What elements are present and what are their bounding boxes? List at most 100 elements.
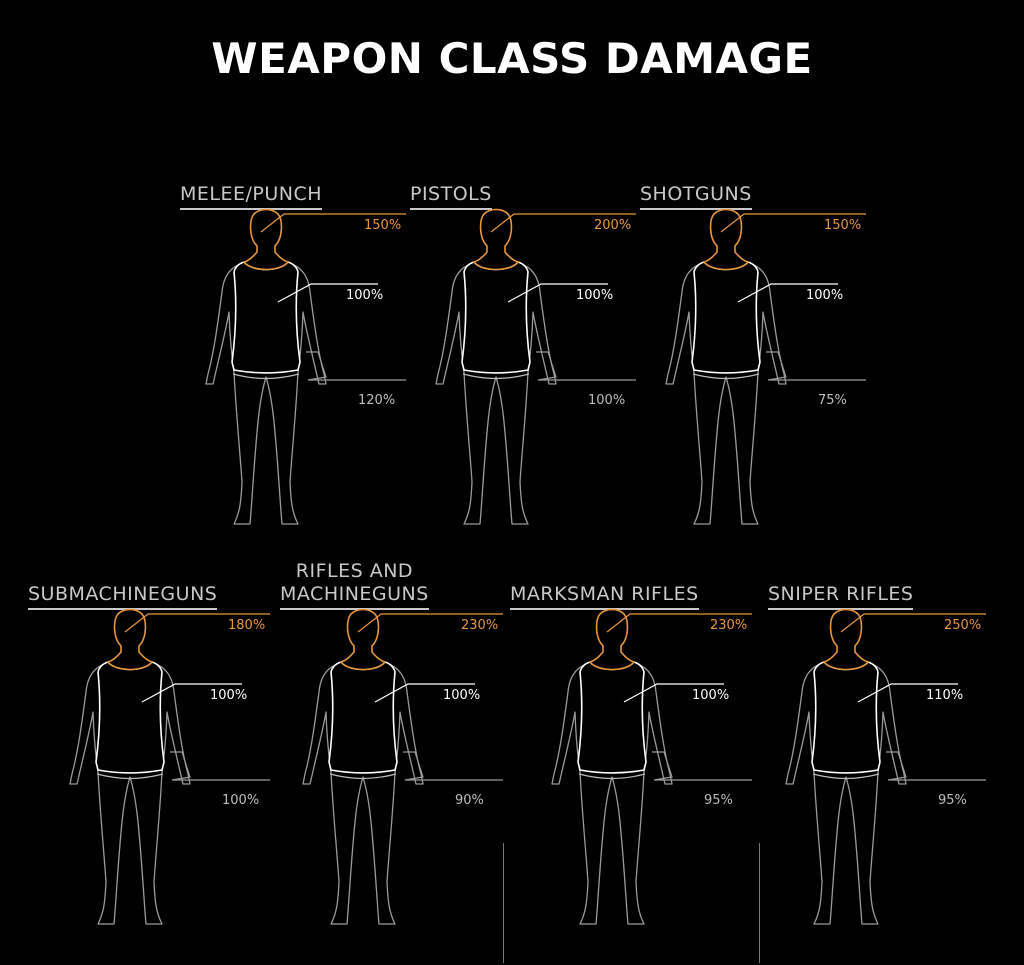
head-callout-line <box>490 213 636 233</box>
legs-callout-line <box>403 751 503 781</box>
legs-damage-value: 90% <box>455 793 484 808</box>
head-zone <box>588 608 636 671</box>
label-underline <box>510 608 699 610</box>
label-underline <box>640 208 752 210</box>
torso-zone <box>231 261 301 374</box>
weapon-class-panel: SNIPER RIFLES 250% 110% 95% <box>768 560 1024 940</box>
divider-line <box>759 843 760 963</box>
belt-line <box>96 773 164 780</box>
weapon-class-panel: MELEE/PUNCH 150% 100% 120% <box>180 160 440 540</box>
body-diagram <box>435 208 636 525</box>
weapon-class-name: SUBMACHINEGUNS <box>28 560 218 610</box>
label-underline <box>768 608 914 610</box>
head-damage-value: 180% <box>228 618 266 633</box>
torso-callout-line <box>374 683 475 703</box>
legs-callout-line <box>766 351 866 381</box>
head-zone <box>242 208 290 271</box>
body-diagram <box>551 608 752 925</box>
belt-line <box>812 773 880 780</box>
head-damage-value: 230% <box>461 618 499 633</box>
body-diagram <box>302 608 503 925</box>
head-zone <box>472 208 520 271</box>
torso-zone <box>95 661 165 774</box>
belt-line <box>578 773 646 780</box>
legs-callout-line <box>170 751 270 781</box>
label-underline <box>28 608 218 610</box>
torso-callout-line <box>737 283 838 303</box>
legs-damage-value: 95% <box>938 793 967 808</box>
weapon-class-label: RIFLES AND MACHINEGUNS <box>280 560 429 605</box>
weapon-class-label: PISTOLS <box>410 183 492 205</box>
label-underline <box>410 208 492 210</box>
head-damage-value: 150% <box>824 218 862 233</box>
page-title: WEAPON CLASS DAMAGE <box>211 34 813 83</box>
head-zone <box>822 608 870 671</box>
legs-damage-value: 95% <box>704 793 733 808</box>
torso-callout-line <box>507 283 608 303</box>
belt-line <box>232 373 300 380</box>
head-zone <box>339 608 387 671</box>
weapon-class-label: SUBMACHINEGUNS <box>28 583 218 605</box>
legs-callout-line <box>652 751 752 781</box>
legs-damage-value: 100% <box>222 793 260 808</box>
head-callout-line <box>720 213 866 233</box>
head-damage-value: 200% <box>594 218 632 233</box>
torso-damage-value: 100% <box>806 288 844 303</box>
legs-callout-line <box>886 751 986 781</box>
torso-callout-line <box>857 683 958 703</box>
weapon-class-name: MELEE/PUNCH <box>180 160 323 210</box>
legs-callout-line <box>536 351 636 381</box>
weapon-class-panel: PISTOLS 200% 100% 100% <box>410 160 670 540</box>
label-underline <box>180 208 323 210</box>
torso-zone <box>461 261 531 374</box>
weapon-class-panel: SHOTGUNS 150% 100% 75% <box>640 160 900 540</box>
head-damage-value: 250% <box>944 618 982 633</box>
torso-zone <box>691 261 761 374</box>
head-callout-line <box>606 613 752 633</box>
torso-callout-line <box>623 683 724 703</box>
divider-line <box>503 843 504 963</box>
torso-callout-line <box>141 683 242 703</box>
weapon-class-label: SHOTGUNS <box>640 183 752 205</box>
body-diagram <box>785 608 986 925</box>
body-diagram <box>69 608 270 925</box>
weapon-class-name: RIFLES AND MACHINEGUNS <box>280 560 429 610</box>
weapon-class-label: MELEE/PUNCH <box>180 183 323 205</box>
body-diagram <box>665 208 866 525</box>
head-callout-line <box>840 613 986 633</box>
head-zone <box>702 208 750 271</box>
torso-damage-value: 100% <box>346 288 384 303</box>
weapon-class-panel: RIFLES AND MACHINEGUNS 230% 100% 90% <box>280 560 540 940</box>
weapon-class-panel: SUBMACHINEGUNS 180% 100% 100% <box>28 560 288 940</box>
belt-line <box>329 773 397 780</box>
torso-damage-value: 100% <box>576 288 614 303</box>
legs-damage-value: 120% <box>358 393 396 408</box>
head-callout-line <box>357 613 503 633</box>
belt-line <box>692 373 760 380</box>
legs-damage-value: 75% <box>818 393 847 408</box>
label-underline <box>280 608 429 610</box>
head-damage-value: 230% <box>710 618 748 633</box>
torso-damage-value: 100% <box>692 688 730 703</box>
head-zone <box>106 608 154 671</box>
weapon-class-name: SHOTGUNS <box>640 160 752 210</box>
weapon-class-name: SNIPER RIFLES <box>768 560 914 610</box>
weapon-class-name: PISTOLS <box>410 160 492 210</box>
legs-damage-value: 100% <box>588 393 626 408</box>
torso-zone <box>811 661 881 774</box>
torso-zone <box>577 661 647 774</box>
head-callout-line <box>124 613 270 633</box>
weapon-class-label: MARKSMAN RIFLES <box>510 583 699 605</box>
torso-zone <box>328 661 398 774</box>
body-diagram <box>205 208 406 525</box>
weapon-class-name: MARKSMAN RIFLES <box>510 560 699 610</box>
belt-line <box>462 373 530 380</box>
head-damage-value: 150% <box>364 218 402 233</box>
weapon-class-panel: MARKSMAN RIFLES 230% 100% 95% <box>510 560 770 940</box>
torso-damage-value: 100% <box>443 688 481 703</box>
torso-damage-value: 110% <box>926 688 964 703</box>
weapon-class-label: SNIPER RIFLES <box>768 583 914 605</box>
head-callout-line <box>260 213 406 233</box>
torso-damage-value: 100% <box>210 688 248 703</box>
torso-callout-line <box>277 283 378 303</box>
